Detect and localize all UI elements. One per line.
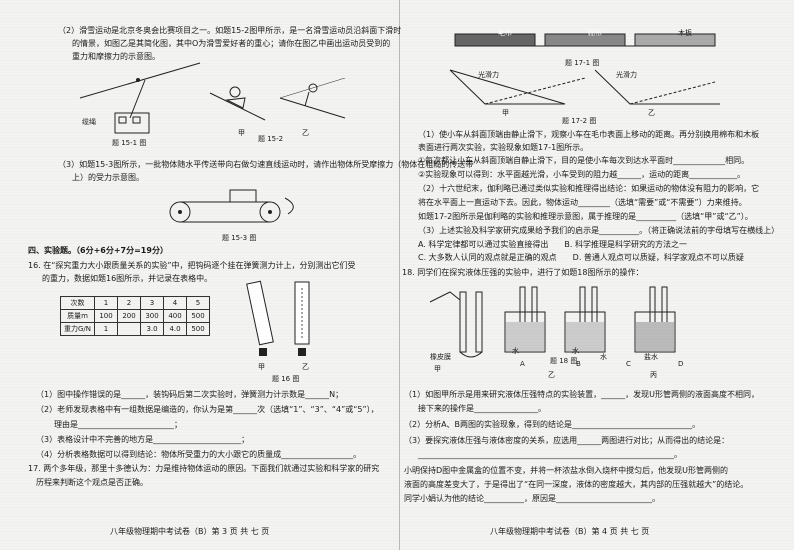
q18-item-1: （1）如图甲所示是用来研究液体压强特点的实验装置，______，发现U形管两侧的… bbox=[404, 390, 759, 399]
q17-item-5: （2）十六世纪末，伽利略已通过类似实验和推理得出结论：如果运动的物体没有阻力的影… bbox=[418, 184, 760, 193]
q17-item-2: 表面进行两次实验，实验现象如题17-1图所示。 bbox=[418, 143, 589, 152]
surface-towel-label: 毛巾 bbox=[498, 29, 512, 37]
friction-surfaces-figure bbox=[454, 33, 716, 47]
table-cell: 100 bbox=[94, 309, 119, 323]
q15-2-line-1: （2）滑雪运动是北京冬奥会比赛项目之一。如题15-2图甲所示，是一名滑雪运动员沿… bbox=[58, 26, 402, 35]
q17-item-6: 将在水平面上一直运动下去。因此，物体运动________（选填“需要”或“不需要… bbox=[418, 198, 747, 207]
table-cell: 500 bbox=[186, 309, 211, 323]
fig17-1-caption: 题 17-1 图 bbox=[565, 59, 600, 67]
q18-item-6: 小明保持D图中金属盒的位置不变，并将一杯浓盐水倒入烧杯中搅匀后，他发现U形管两侧… bbox=[404, 466, 729, 475]
table-cell: 400 bbox=[163, 309, 188, 323]
fig15-1-label: 缆绳 bbox=[82, 118, 96, 126]
conveyor-figure bbox=[169, 189, 294, 223]
q17-item-9: A. 科学定律都可以通过实验直接得出 B. 科学推理是科学研究的方法之一 bbox=[418, 240, 687, 249]
table-cell: 3.0 bbox=[140, 322, 165, 336]
galileo-ramps-figure bbox=[449, 69, 720, 105]
table-cell: 4.0 bbox=[163, 322, 188, 336]
water-label-1: 水 bbox=[512, 347, 519, 355]
ramp-right-label: 光滑力 bbox=[616, 71, 637, 79]
fig18-caption: 题 18 图 bbox=[550, 357, 578, 365]
fig18-jia: 甲 bbox=[434, 365, 441, 373]
table-cell: 500 bbox=[186, 322, 211, 336]
fig16-yi: 乙 bbox=[302, 363, 309, 371]
q16-line-2: 的重力，数据如题16图所示，并记录在表格中。 bbox=[42, 274, 213, 283]
pressure-apparatus-figure bbox=[429, 286, 676, 358]
table-cell: 300 bbox=[140, 309, 165, 323]
q18-item-3: （2）分析A、B两图的实验现象，得到的结论是__________________… bbox=[404, 420, 701, 429]
q17-line-2: 历程来判断这个观点是否正确。 bbox=[36, 478, 148, 487]
fig17-2-caption: 题 17-2 图 bbox=[562, 117, 597, 125]
table-cell: 200 bbox=[117, 309, 142, 323]
fig18-A: A bbox=[520, 360, 525, 368]
fig18-C: C bbox=[626, 360, 631, 368]
saltwater-label: 盐水 bbox=[644, 353, 658, 361]
q18-item-7: 液面的高度差变大了，于是得出了“在同一深度，液体的密度越大，其内部的压强就越大”… bbox=[404, 480, 749, 489]
q18-item-4: （3）要探究液体压强与液体密度的关系，应选用______两图进行对比；从而得出的… bbox=[404, 436, 730, 445]
q17-item-10: C. 大多数人认同的观点就是正确的观点 D. 普通人观点可以质疑，科学家观点不可… bbox=[418, 253, 744, 262]
q15-2-line-3: 重力和摩擦力的示意图。 bbox=[72, 52, 160, 61]
table-cell: 5 bbox=[186, 296, 211, 310]
water-label-2: 水 bbox=[572, 347, 579, 355]
table-cell: 1 bbox=[94, 322, 119, 336]
table-cell bbox=[117, 322, 142, 336]
q15-2-line-2: 的情景，如图乙是其简化图，其中O为滑雪爱好者的重心；请你在图乙中画出运动员受到的 bbox=[72, 39, 391, 48]
page-divider bbox=[399, 0, 400, 550]
ramp-left-label: 光滑力 bbox=[478, 71, 499, 79]
q18-item-5: ________________________________________… bbox=[418, 450, 682, 459]
q18-item-8: 同学小娟认为他的结论__________，原因是________________… bbox=[404, 494, 660, 503]
fig18-B: B bbox=[576, 360, 581, 368]
skier-figure bbox=[209, 78, 346, 121]
fig17-2-yi: 乙 bbox=[648, 109, 655, 117]
table-cell: 2 bbox=[117, 296, 142, 310]
fig16-caption: 题 16 图 bbox=[272, 375, 300, 383]
q15-3-line-2: 上）的受力示意图。 bbox=[72, 173, 144, 182]
q18-intro: 18. 同学们在探究液体压强的实验中，进行了如题18图所示的操作： bbox=[402, 268, 644, 277]
table-cell: 重力G/N bbox=[59, 322, 96, 336]
q17-item-3: ①每次都让小车从斜面顶端自静止滑下，目的是使小车每次到达水平面时________… bbox=[418, 156, 750, 165]
q17-item-1: （1）使小车从斜面顶端由静止滑下，观察小车在毛巾表面上移动的距离。再分别换用棉布… bbox=[418, 130, 760, 139]
membrane-label: 橡皮膜 bbox=[430, 353, 451, 361]
q16-item-5: （4）分析表格数据可以得到结论：物体所受重力的大小跟它的质量成_________… bbox=[36, 450, 362, 459]
cable-car-figure bbox=[79, 62, 201, 134]
surface-wood-label: 木板 bbox=[678, 29, 692, 37]
table-cell: 1 bbox=[94, 296, 119, 310]
q16-item-4: （3）表格设计中不完善的地方是______________________； bbox=[36, 435, 250, 444]
fig17-2-jia: 甲 bbox=[502, 109, 509, 117]
fig15-3-caption: 题 15-3 图 bbox=[222, 234, 257, 242]
q16-line-1: 16. 在“探究重力大小跟质量关系的实验”中，把钩码逐个挂在弹簧测力计上，分别测… bbox=[28, 261, 356, 270]
table-cell: 质量m bbox=[59, 309, 96, 323]
fig15-2-jia: 甲 bbox=[238, 129, 245, 137]
q17-item-7: 如题17-2图所示是伽利略的实验和推理示意图，属于推理的是__________（… bbox=[418, 212, 753, 221]
spring-scale-figure bbox=[246, 280, 310, 356]
q16-item-2: （2）老师发现表格中有一组数据是编造的，你认为是第______次（选填“1”、“… bbox=[36, 405, 379, 414]
left-page: （2）滑雪运动是北京冬奥会比赛项目之一。如题15-2图甲所示，是一名滑雪运动员沿… bbox=[28, 26, 473, 536]
fig18-D: D bbox=[678, 360, 684, 368]
fig18-yi: 乙 bbox=[548, 371, 555, 379]
right-page: 毛巾 棉布 木板 题 17-1 图 光滑力 光滑力 甲 乙 题 17-2 图 （… bbox=[400, 0, 794, 550]
table-cell: 3 bbox=[140, 296, 165, 310]
fig16-jia: 甲 bbox=[258, 363, 265, 371]
fig18-bing: 丙 bbox=[650, 371, 657, 379]
fig15-2-yi: 乙 bbox=[302, 129, 309, 137]
water-label-3: 水 bbox=[600, 353, 607, 361]
q18-item-2: 接下来的操作是________________。 bbox=[418, 404, 546, 413]
right-footer: 八年级物理期中考试卷（B）第 4 页 共 七 页 bbox=[490, 527, 650, 536]
section-4-heading: 四、实验题。（6分+6分+7分=19分） bbox=[28, 246, 168, 255]
fig15-2-caption: 题 15-2 bbox=[258, 135, 284, 143]
left-footer: 八年级物理期中考试卷（B）第 3 页 共 七 页 bbox=[110, 527, 270, 536]
fig15-1-caption: 题 15-1 图 bbox=[112, 139, 147, 147]
q17-item-8: （3）上述实验及科学家研究成果给予我们的启示是__________。（将正确说法… bbox=[418, 226, 780, 235]
surface-cotton-label: 棉布 bbox=[588, 29, 602, 37]
table-cell: 4 bbox=[163, 296, 188, 310]
q17-item-4: ②实验现象可以得到：水平面越光滑，小车受到的阻力越______，运动的距离___… bbox=[418, 170, 746, 179]
q16-item-1: （1）图中操作错误的是______，装钩码后第二次实验时，弹簧测力计示数是___… bbox=[36, 390, 344, 399]
q15-3-line-1: （3）如题15-3图所示，一批物体随水平传送带向右做匀速直线运动时，请作出物体所… bbox=[58, 160, 474, 169]
q16-item-3: 理由是________________________； bbox=[54, 420, 182, 429]
table-cell: 次数 bbox=[59, 296, 96, 310]
q17-line-1: 17. 两个多年级，那里十多德认为：力是维持物体运动的原因。下面我们就通过实验和… bbox=[28, 464, 380, 473]
